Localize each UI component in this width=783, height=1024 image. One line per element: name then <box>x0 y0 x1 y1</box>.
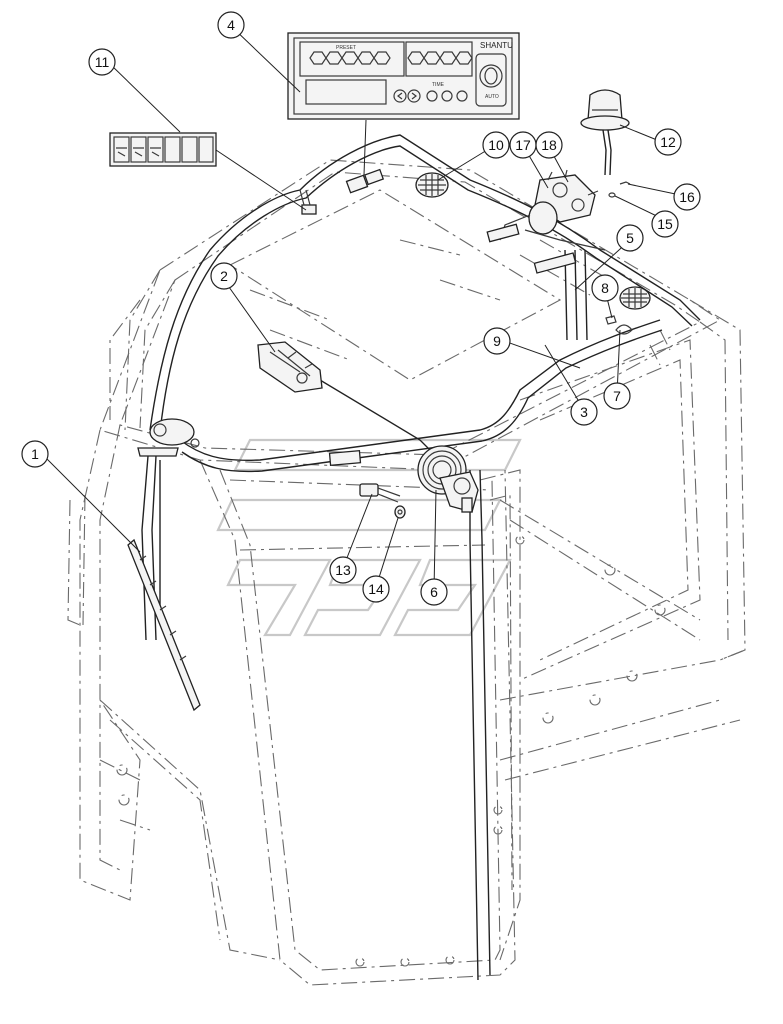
callout-17: 17 <box>509 131 537 159</box>
beacon-lamp <box>580 89 630 176</box>
panel-knob-label: AUTO <box>485 94 499 100</box>
panel-brand: SHANTU <box>480 41 513 50</box>
wire-harness <box>149 134 701 981</box>
svg-text:2: 2 <box>220 268 228 284</box>
svg-text:1: 1 <box>31 446 39 462</box>
callout-15: 15 <box>651 210 679 238</box>
rear-wiper-motor <box>417 445 479 513</box>
panel-time-label: TIME <box>432 82 445 88</box>
callout-6: 6 <box>420 578 448 606</box>
svg-text:4: 4 <box>227 17 235 33</box>
callout-16: 16 <box>673 183 701 211</box>
callout-2: 2 <box>210 262 238 290</box>
svg-text:17: 17 <box>515 137 531 153</box>
svg-text:11: 11 <box>95 54 110 70</box>
callout-10: 10 <box>482 131 510 159</box>
callout-8: 8 <box>591 274 619 302</box>
valve-block <box>486 169 606 274</box>
callout-5: 5 <box>616 224 644 252</box>
svg-text:10: 10 <box>488 137 504 153</box>
callout-4: 4 <box>217 11 245 39</box>
front-wiper <box>127 418 201 712</box>
svg-text:18: 18 <box>541 137 557 153</box>
svg-text:9: 9 <box>493 333 501 349</box>
leader-lines <box>43 26 686 591</box>
callout-1: 1 <box>21 440 49 468</box>
svg-text:8: 8 <box>601 280 609 296</box>
callout-13: 13 <box>329 556 357 584</box>
svg-text:15: 15 <box>657 216 673 232</box>
svg-text:6: 6 <box>430 584 438 600</box>
svg-text:16: 16 <box>679 189 695 205</box>
svg-text:13: 13 <box>335 562 351 578</box>
cab-frame <box>67 159 746 986</box>
radio-control-panel: PRESET SHANTU TIME AUTO <box>287 32 520 120</box>
watermark-logo <box>216 438 522 637</box>
callout-11: 11 <box>88 48 116 76</box>
washer-unit <box>257 341 323 393</box>
callout-9: 9 <box>483 327 511 355</box>
panel-preset-label: PRESET <box>336 45 356 51</box>
small-fittings <box>608 181 631 198</box>
svg-text:5: 5 <box>626 230 634 246</box>
callout-18: 18 <box>535 131 563 159</box>
svg-text:14: 14 <box>368 581 384 597</box>
bolt-and-washer <box>359 483 406 519</box>
callout-12: 12 <box>654 128 682 156</box>
svg-text:12: 12 <box>660 134 676 150</box>
svg-text:7: 7 <box>613 388 621 404</box>
callout-3: 3 <box>570 398 598 426</box>
callout-14: 14 <box>362 575 390 603</box>
svg-text:3: 3 <box>580 404 588 420</box>
harness-connectors <box>299 168 385 466</box>
switch-panel <box>109 132 217 167</box>
callout-7: 7 <box>603 382 631 410</box>
